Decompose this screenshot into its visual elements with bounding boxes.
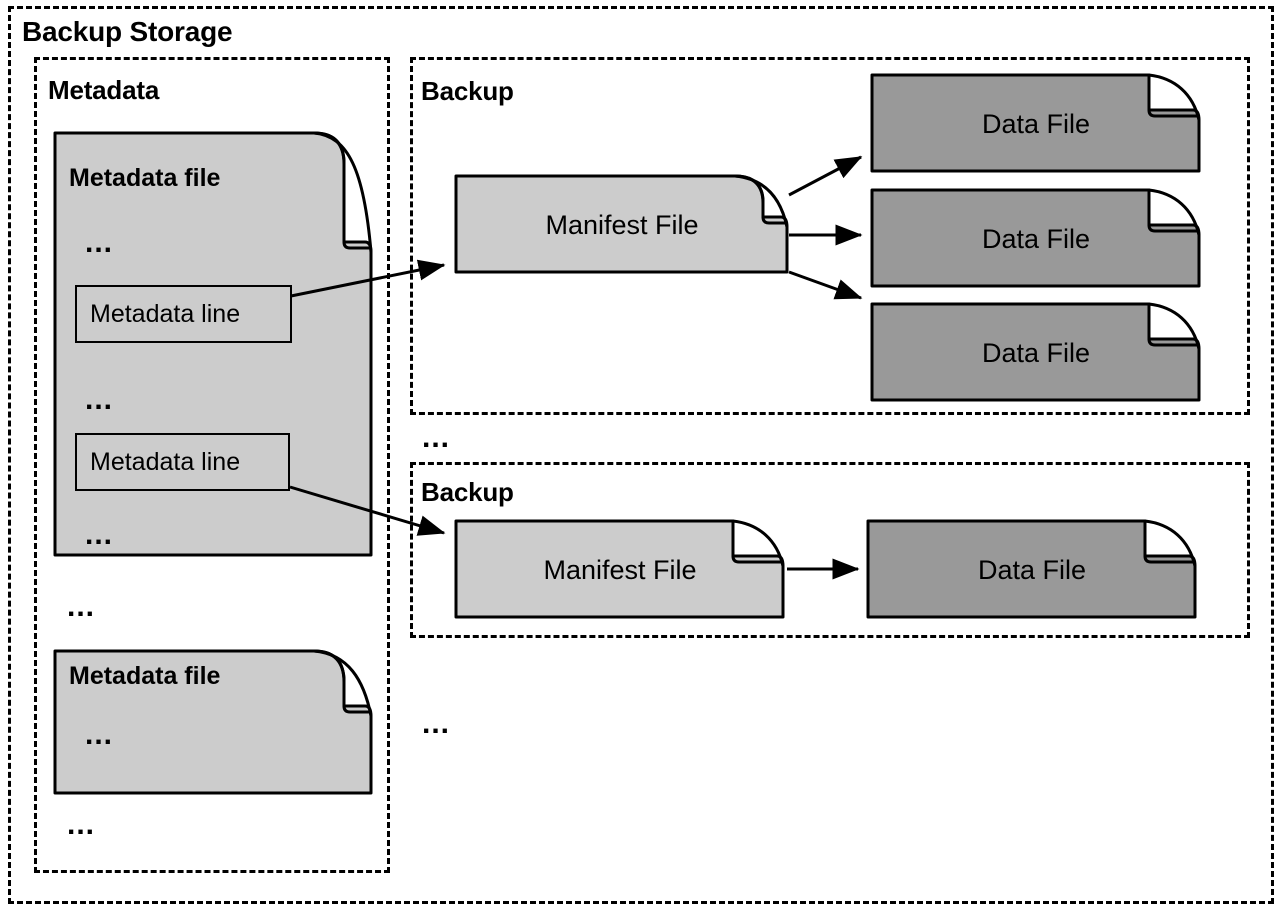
metadata-file-1-heading: Metadata file <box>69 164 221 192</box>
metadata-file-1-ellipsis-top: ... <box>85 226 114 259</box>
manifest-file-1[interactable]: Manifest File <box>453 173 791 275</box>
backup-container-1 <box>410 57 1250 415</box>
metadata-file-2[interactable]: Metadata file ... <box>52 648 374 796</box>
metadata-line-2[interactable]: Metadata line <box>75 433 290 491</box>
data-file-1[interactable]: Data File <box>869 72 1203 174</box>
metadata-group-title: Metadata <box>48 75 160 105</box>
metadata-container <box>34 57 390 873</box>
metadata-file-1-ellipsis-bottom: ... <box>85 518 114 551</box>
ellipsis-between-backups: ... <box>422 421 451 454</box>
backup-group-1-title: Backup <box>421 76 514 106</box>
metadata-file-1[interactable]: Metadata file ... Metadata line ... Meta… <box>52 130 374 558</box>
metadata-line-1[interactable]: Metadata line <box>75 285 292 343</box>
metadata-file-2-ellipsis: ... <box>85 718 114 751</box>
metadata-file-1-ellipsis-mid: ... <box>85 383 114 416</box>
metadata-group-ellipsis-between: ... <box>67 590 96 623</box>
backup-container-2 <box>410 462 1250 638</box>
metadata-group-ellipsis-bottom: ... <box>67 808 96 841</box>
backup-storage-title: Backup Storage <box>22 16 233 47</box>
data-file-4[interactable]: Data File <box>865 518 1199 620</box>
data-file-3[interactable]: Data File <box>869 301 1203 403</box>
backup-storage-container <box>8 6 1274 904</box>
data-file-2[interactable]: Data File <box>869 187 1203 289</box>
manifest-file-2[interactable]: Manifest File <box>453 518 787 620</box>
backup-group-2-title: Backup <box>421 477 514 507</box>
ellipsis-below-backups: ... <box>422 707 451 740</box>
metadata-file-2-heading: Metadata file <box>69 662 221 690</box>
